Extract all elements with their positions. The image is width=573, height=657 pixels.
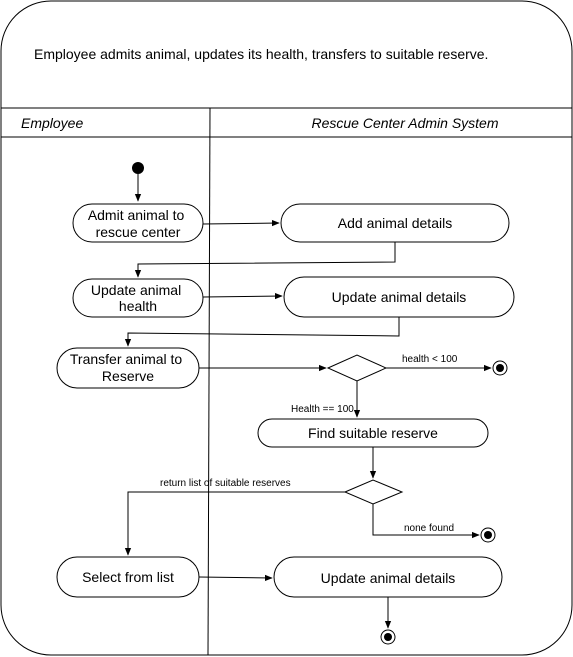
- action-update-health-line1: Update animal: [91, 282, 181, 298]
- final-node-end: [380, 629, 396, 645]
- diagram-description: Employee admits animal, updates its heal…: [34, 46, 488, 62]
- action-admit-animal: [72, 203, 204, 243]
- lane-label-admin-system: Rescue Center Admin System: [312, 115, 499, 131]
- flow-decision-to-final-none-found: [372, 504, 480, 539]
- flow-select-to-update-details: [198, 574, 273, 582]
- action-admit-animal-line2: rescue center: [96, 224, 181, 240]
- action-admit-animal-label: Admit animal to rescue center: [88, 207, 188, 240]
- final-node-none-found: [480, 527, 496, 543]
- guard-return-list: return list of suitable reserves: [160, 478, 291, 489]
- guard-health-low: health < 100: [402, 354, 458, 365]
- flow-update-details-to-transfer: [124, 317, 400, 347]
- action-admit-animal-line1: Admit animal to: [88, 207, 185, 223]
- flow-decision-to-select: [124, 491, 345, 556]
- action-update-health-line2: health: [119, 298, 157, 314]
- action-update-health-label: Update animal health: [91, 282, 185, 314]
- flow-update-health-to-update-details: [202, 292, 283, 300]
- action-find-suitable-reserve-label: Find suitable reserve: [308, 425, 438, 441]
- action-transfer-animal-label: Transfer animal to Reserve: [70, 351, 186, 384]
- lane-label-employee: Employee: [21, 115, 83, 131]
- guard-none-found: none found: [404, 523, 454, 534]
- action-transfer-animal-line2: Reserve: [102, 368, 154, 384]
- initial-node: [132, 162, 144, 174]
- action-transfer-animal-line1: Transfer animal to: [70, 351, 183, 367]
- action-update-health: [72, 278, 204, 318]
- lane-divider: [207, 107, 211, 656]
- action-select-from-list-label: Select from list: [82, 569, 174, 585]
- flow-admit-to-add-details: [202, 219, 280, 227]
- decision-reserve-found: [343, 479, 404, 505]
- final-node-health-low: [492, 360, 508, 376]
- action-add-animal-details-label: Add animal details: [338, 215, 452, 231]
- guard-health-full: Health == 100: [291, 404, 354, 415]
- action-update-animal-details-1-label: Update animal details: [332, 289, 467, 305]
- flow-add-details-to-update-health: [134, 242, 396, 278]
- action-update-animal-details-2-label: Update animal details: [321, 570, 456, 586]
